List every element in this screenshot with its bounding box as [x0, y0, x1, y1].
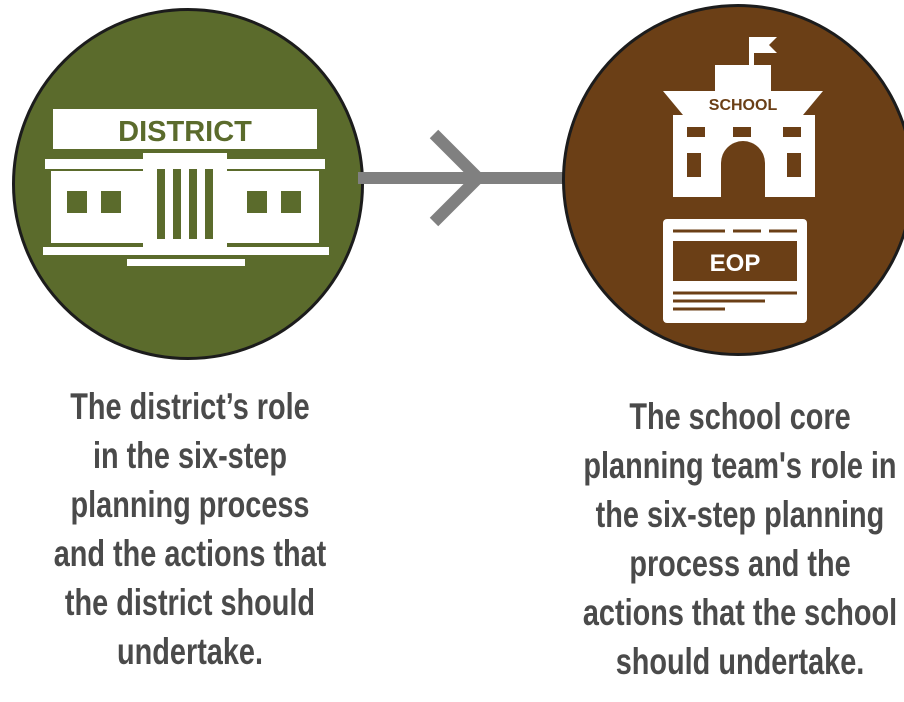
district-circle: DISTRICT: [12, 8, 364, 360]
caption-line: should undertake.: [615, 641, 865, 682]
caption-line: planning process: [70, 484, 310, 525]
school-circle: SCHOOL EOP: [562, 4, 904, 356]
caption-line: the six-step planning: [595, 494, 885, 535]
caption-line: undertake.: [117, 631, 263, 672]
district-building-icon: DISTRICT: [43, 109, 329, 266]
eop-document-label: EOP: [710, 250, 761, 277]
right-arrow-icon: [358, 129, 566, 227]
district-caption: The district’s role in the six-step plan…: [11, 382, 370, 676]
caption-line: process and the: [629, 543, 851, 584]
school-building-icon: SCHOOL EOP: [663, 37, 823, 323]
caption-line: in the six-step: [92, 435, 288, 476]
district-sign-label: DISTRICT: [118, 116, 252, 148]
caption-line: and the actions that: [53, 533, 327, 574]
school-sign-label: SCHOOL: [709, 97, 778, 114]
caption-line: the district should: [64, 582, 316, 623]
school-caption: The school core planning team's role in …: [553, 392, 904, 686]
caption-line: The school core: [629, 396, 851, 437]
caption-line: actions that the school: [582, 592, 898, 633]
caption-line: The district’s role: [70, 386, 310, 427]
caption-line: planning team's role in: [583, 445, 897, 486]
